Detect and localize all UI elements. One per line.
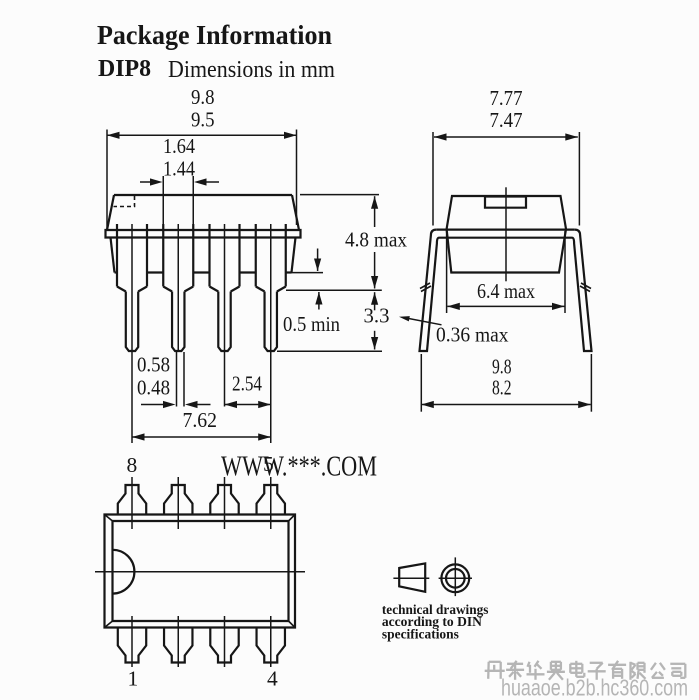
svg-text:8.2: 8.2 <box>492 376 512 400</box>
svg-text:9.5: 9.5 <box>191 108 215 132</box>
svg-text:1.44: 1.44 <box>163 157 195 181</box>
svg-text:0.58: 0.58 <box>137 353 170 377</box>
svg-text:1.64: 1.64 <box>163 134 195 158</box>
svg-text:4.8 max: 4.8 max <box>345 228 407 252</box>
svg-text:9.8: 9.8 <box>191 85 215 109</box>
svg-text:8: 8 <box>127 453 138 477</box>
svg-text:specifications: specifications <box>382 627 460 642</box>
svg-text:0.36 max: 0.36 max <box>436 323 509 347</box>
svg-text:technical drawings: technical drawings <box>382 603 489 618</box>
svg-text:6.4 max: 6.4 max <box>477 279 535 303</box>
svg-text:3.3: 3.3 <box>364 304 390 328</box>
svg-text:7.77: 7.77 <box>490 86 523 110</box>
svg-text:DIP8: DIP8 <box>98 56 151 82</box>
svg-text:1: 1 <box>128 667 139 691</box>
svg-text:2.54: 2.54 <box>232 372 262 396</box>
svg-text:7.62: 7.62 <box>183 408 218 432</box>
svg-text:huaaoe.b2b.hc360.com: huaaoe.b2b.hc360.com <box>501 675 688 700</box>
svg-text:0.48: 0.48 <box>137 376 170 400</box>
svg-text:4: 4 <box>267 667 278 691</box>
svg-text:Dimensions in mm: Dimensions in mm <box>168 57 335 83</box>
svg-text:according to DIN: according to DIN <box>382 615 482 630</box>
svg-text:7.47: 7.47 <box>490 108 523 132</box>
svg-text:5: 5 <box>263 452 274 476</box>
svg-text:WWW.***.COM: WWW.***.COM <box>221 452 377 483</box>
svg-text:9.8: 9.8 <box>492 355 512 379</box>
svg-text:Package Information: Package Information <box>97 20 332 50</box>
svg-text:0.5 min: 0.5 min <box>283 312 340 336</box>
